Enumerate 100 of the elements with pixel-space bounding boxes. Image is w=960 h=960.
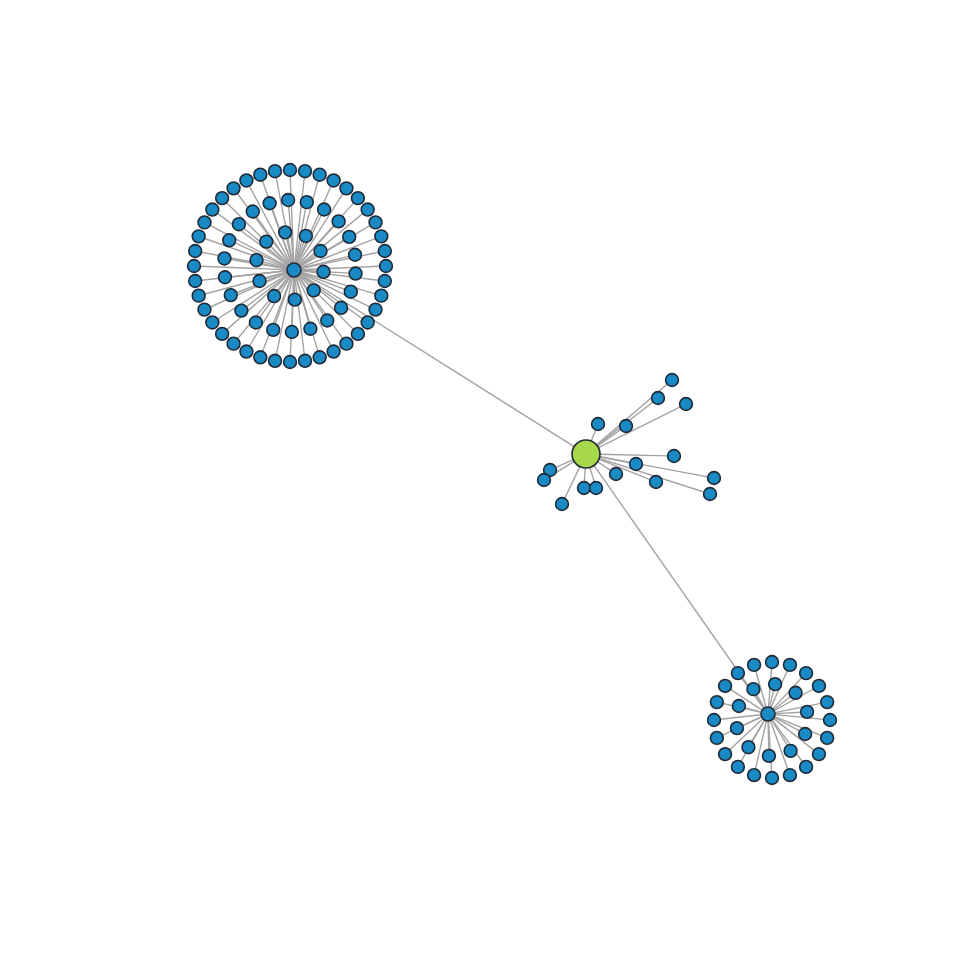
network-node bbox=[326, 344, 341, 359]
network-node bbox=[761, 748, 777, 764]
network-node bbox=[191, 229, 206, 244]
connector-line bbox=[773, 716, 801, 732]
connector-line bbox=[295, 241, 305, 265]
connector-line bbox=[236, 192, 291, 266]
connector-line bbox=[774, 702, 822, 714]
network-node bbox=[284, 324, 300, 340]
connector-line bbox=[770, 719, 788, 747]
network-node bbox=[542, 462, 558, 478]
network-node bbox=[350, 326, 366, 342]
connector-line bbox=[230, 258, 288, 270]
network-node bbox=[223, 287, 238, 303]
connector-line bbox=[300, 251, 380, 270]
connector-line bbox=[596, 428, 622, 447]
connector-line bbox=[291, 276, 295, 327]
network-node bbox=[819, 730, 835, 746]
network-node bbox=[339, 181, 354, 196]
connector-line bbox=[750, 719, 766, 743]
network-node bbox=[253, 350, 268, 365]
network-node bbox=[267, 353, 283, 369]
network-node bbox=[368, 215, 383, 230]
network-node bbox=[729, 720, 745, 736]
connector-line bbox=[599, 455, 709, 478]
connector-line bbox=[199, 265, 288, 271]
network-node bbox=[347, 247, 363, 262]
network-node bbox=[822, 712, 838, 728]
network-node bbox=[618, 418, 634, 434]
connector-line bbox=[209, 224, 289, 268]
connector-line bbox=[300, 270, 380, 281]
connector-line bbox=[285, 237, 294, 264]
network-node bbox=[588, 480, 604, 496]
connector-line bbox=[772, 677, 803, 710]
connector-line bbox=[299, 237, 377, 269]
connector-line bbox=[226, 273, 290, 331]
network-node bbox=[262, 196, 277, 211]
connector-line bbox=[258, 274, 291, 319]
network-node bbox=[374, 229, 389, 244]
network-node bbox=[343, 284, 358, 299]
network-node bbox=[297, 164, 313, 179]
network-node bbox=[259, 234, 274, 249]
network-node bbox=[297, 353, 313, 369]
network-node bbox=[239, 173, 254, 188]
network-node bbox=[266, 288, 282, 304]
network-node bbox=[245, 204, 260, 219]
network-node bbox=[706, 470, 722, 486]
network-node bbox=[287, 292, 303, 307]
network-node bbox=[360, 315, 375, 330]
network-node bbox=[650, 390, 666, 406]
connector-line bbox=[598, 457, 705, 493]
connector-line bbox=[300, 265, 381, 271]
network-node bbox=[188, 273, 203, 289]
connector-line bbox=[298, 225, 335, 266]
network-node bbox=[342, 229, 357, 245]
connector-line bbox=[264, 271, 289, 280]
network-node bbox=[764, 654, 780, 670]
network-node bbox=[798, 665, 814, 681]
connector-line bbox=[209, 272, 289, 308]
network-node bbox=[214, 326, 230, 342]
connector-line bbox=[300, 269, 318, 273]
connector-line bbox=[236, 271, 289, 294]
connector-line bbox=[755, 670, 767, 708]
network-node bbox=[188, 243, 203, 259]
connector-line bbox=[261, 275, 293, 353]
connector-line bbox=[204, 237, 289, 269]
network-node bbox=[282, 354, 298, 370]
connector-line bbox=[729, 688, 763, 711]
connector-line bbox=[599, 453, 669, 457]
network-node bbox=[628, 456, 644, 472]
network-node bbox=[205, 315, 220, 330]
connector-line bbox=[297, 275, 344, 340]
connector-line bbox=[564, 465, 581, 499]
network-node bbox=[782, 767, 798, 783]
connector-line bbox=[774, 713, 825, 721]
connector-line bbox=[769, 719, 789, 770]
network-node bbox=[706, 712, 722, 728]
network-node bbox=[299, 194, 314, 210]
connector-line bbox=[298, 273, 337, 305]
connector-line bbox=[230, 270, 288, 278]
network-node bbox=[312, 350, 327, 365]
network-node bbox=[316, 264, 331, 279]
network-node bbox=[783, 743, 798, 759]
connector-line bbox=[597, 406, 681, 449]
connector-line bbox=[236, 274, 291, 340]
network-node bbox=[298, 228, 314, 244]
network-node bbox=[741, 740, 756, 755]
network-node bbox=[717, 746, 733, 762]
network-node bbox=[234, 303, 249, 318]
connector-line bbox=[274, 275, 293, 325]
network-node bbox=[746, 767, 762, 783]
network-node bbox=[767, 676, 783, 692]
network-node bbox=[191, 288, 206, 303]
connector-line bbox=[773, 715, 822, 737]
connector-line bbox=[297, 193, 344, 265]
connector-line bbox=[287, 205, 295, 264]
connector-line bbox=[298, 212, 364, 267]
network-node bbox=[819, 694, 835, 710]
network-node bbox=[709, 694, 725, 710]
connector-line bbox=[722, 702, 762, 714]
network-node bbox=[746, 657, 762, 673]
